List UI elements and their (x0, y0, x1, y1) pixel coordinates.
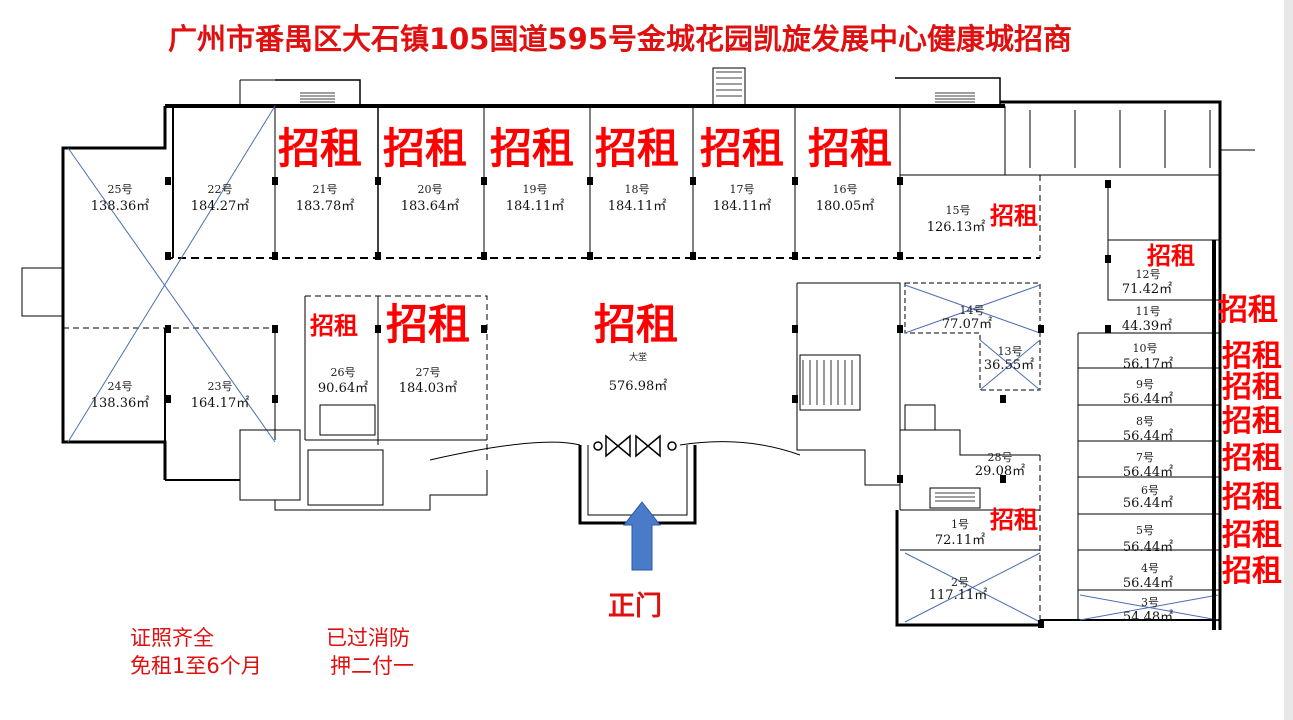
unit-8-number: 8号 (1136, 415, 1154, 428)
unit-17-number: 17号 (729, 183, 755, 196)
unit-16-area: 180.05㎡ (815, 199, 875, 214)
unit-11-number: 11号 (1135, 305, 1161, 318)
rent-label: 招租 (1222, 339, 1282, 374)
note-fire: 已过消防 (326, 626, 410, 650)
unit-22-area: 184.27㎡ (190, 199, 250, 214)
rent-label: 招租 (310, 312, 358, 340)
unit-27-area: 184.03㎡ (398, 381, 458, 396)
unit-25-area: 138.36㎡ (90, 199, 150, 214)
unit-7-area: 56.44㎡ (1122, 465, 1174, 480)
unit-2-number: 2号 (951, 576, 969, 589)
unit-4-number: 4号 (1141, 562, 1159, 575)
unit-5-number: 5号 (1136, 524, 1154, 537)
unit-6-area: 56.44㎡ (1122, 496, 1174, 511)
unit-20-area: 183.64㎡ (400, 199, 460, 214)
unit-15-area: 126.13㎡ (926, 220, 986, 235)
rent-label: 招租 (490, 124, 575, 173)
unit-17-area: 184.11㎡ (712, 199, 772, 214)
rent-label: 招租 (1222, 518, 1282, 553)
rent-label: 招租 (1222, 370, 1282, 405)
rent-label: 招租 (1147, 242, 1195, 270)
rent-label: 招租 (1222, 554, 1282, 589)
unit-5-area: 56.44㎡ (1122, 540, 1174, 555)
unit-24-area: 138.36㎡ (90, 396, 150, 411)
unit-13-area: 36.55㎡ (983, 358, 1035, 373)
rent-label: 招租 (595, 124, 680, 173)
hall-label: 大堂 (628, 353, 647, 363)
main-door-label: 正门 (608, 591, 662, 622)
rent-label: 招租 (1222, 441, 1282, 476)
unit-12-area: 71.42㎡ (1121, 282, 1173, 297)
unit-13-number: 13号 (997, 345, 1023, 358)
unit-26-area: 90.64㎡ (317, 381, 369, 396)
unit-12-number: 12号 (1135, 268, 1161, 281)
unit-27-number: 27号 (415, 366, 441, 379)
unit-10-area: 56.17㎡ (1122, 357, 1174, 372)
unit-1-area: 72.11㎡ (934, 533, 986, 548)
rent-label: 招租 (808, 124, 893, 173)
note-rent-free: 免租1至6个月 (130, 654, 262, 678)
note-payment: 押二付一 (330, 654, 414, 678)
vertical-scrollbar[interactable] (1284, 0, 1293, 720)
rent-label: 招租 (594, 300, 679, 349)
rent-label: 招租 (990, 202, 1038, 230)
rent-label: 招租 (278, 124, 363, 173)
unit-2-area: 117.11㎡ (928, 588, 988, 603)
rent-label: 招租 (1218, 293, 1278, 328)
unit-14-number: 14号 (959, 304, 985, 317)
rent-label: 招租 (700, 124, 785, 173)
rent-label: 招租 (386, 300, 471, 349)
unit-18-area: 184.11㎡ (607, 199, 667, 214)
unit-20-number: 20号 (417, 183, 443, 196)
unit-26-number: 26号 (330, 366, 356, 379)
unit-19-number: 19号 (522, 183, 548, 196)
rent-label: 招租 (1222, 480, 1282, 515)
unit-21-area: 183.78㎡ (295, 199, 355, 214)
unit-7-number: 7号 (1136, 451, 1154, 464)
unit-11-area: 44.39㎡ (1121, 319, 1173, 334)
unit-19-area: 184.11㎡ (505, 199, 565, 214)
unit-28-area: 29.08㎡ (974, 464, 1026, 479)
unit-22-number: 22号 (207, 183, 233, 196)
unit-21-number: 21号 (312, 183, 338, 196)
unit-3-area: 54.48㎡ (1122, 610, 1174, 625)
unit-15-number: 15号 (945, 204, 971, 217)
rent-label: 招租 (383, 124, 468, 173)
unit-3-number: 3号 (1141, 596, 1159, 609)
unit-9-area: 56.44㎡ (1122, 392, 1174, 407)
unit-8-area: 56.44㎡ (1122, 429, 1174, 444)
unit-4-area: 56.44㎡ (1122, 576, 1174, 591)
note-license: 证照齐全 (130, 626, 214, 650)
unit-14-area: 77.07㎡ (941, 317, 993, 332)
hall-area: 576.98㎡ (608, 379, 668, 394)
unit-6-number: 6号 (1141, 484, 1159, 497)
unit-16-number: 16号 (832, 183, 858, 196)
page-title: 广州市番禺区大石镇105国道595号金城花园凯旋发展中心健康城招商 (167, 22, 1073, 56)
rent-label: 招租 (990, 506, 1038, 534)
unit-23-number: 23号 (207, 380, 233, 393)
unit-23-area: 164.17㎡ (190, 396, 250, 411)
unit-10-number: 10号 (1132, 342, 1158, 355)
unit-9-number: 9号 (1136, 378, 1154, 391)
unit-1-number: 1号 (951, 518, 969, 531)
unit-18-number: 18号 (624, 183, 650, 196)
rent-label: 招租 (1222, 404, 1282, 439)
unit-28-number: 28号 (987, 451, 1013, 464)
unit-25-number: 25号 (107, 183, 133, 196)
unit-24-number: 24号 (107, 380, 133, 393)
